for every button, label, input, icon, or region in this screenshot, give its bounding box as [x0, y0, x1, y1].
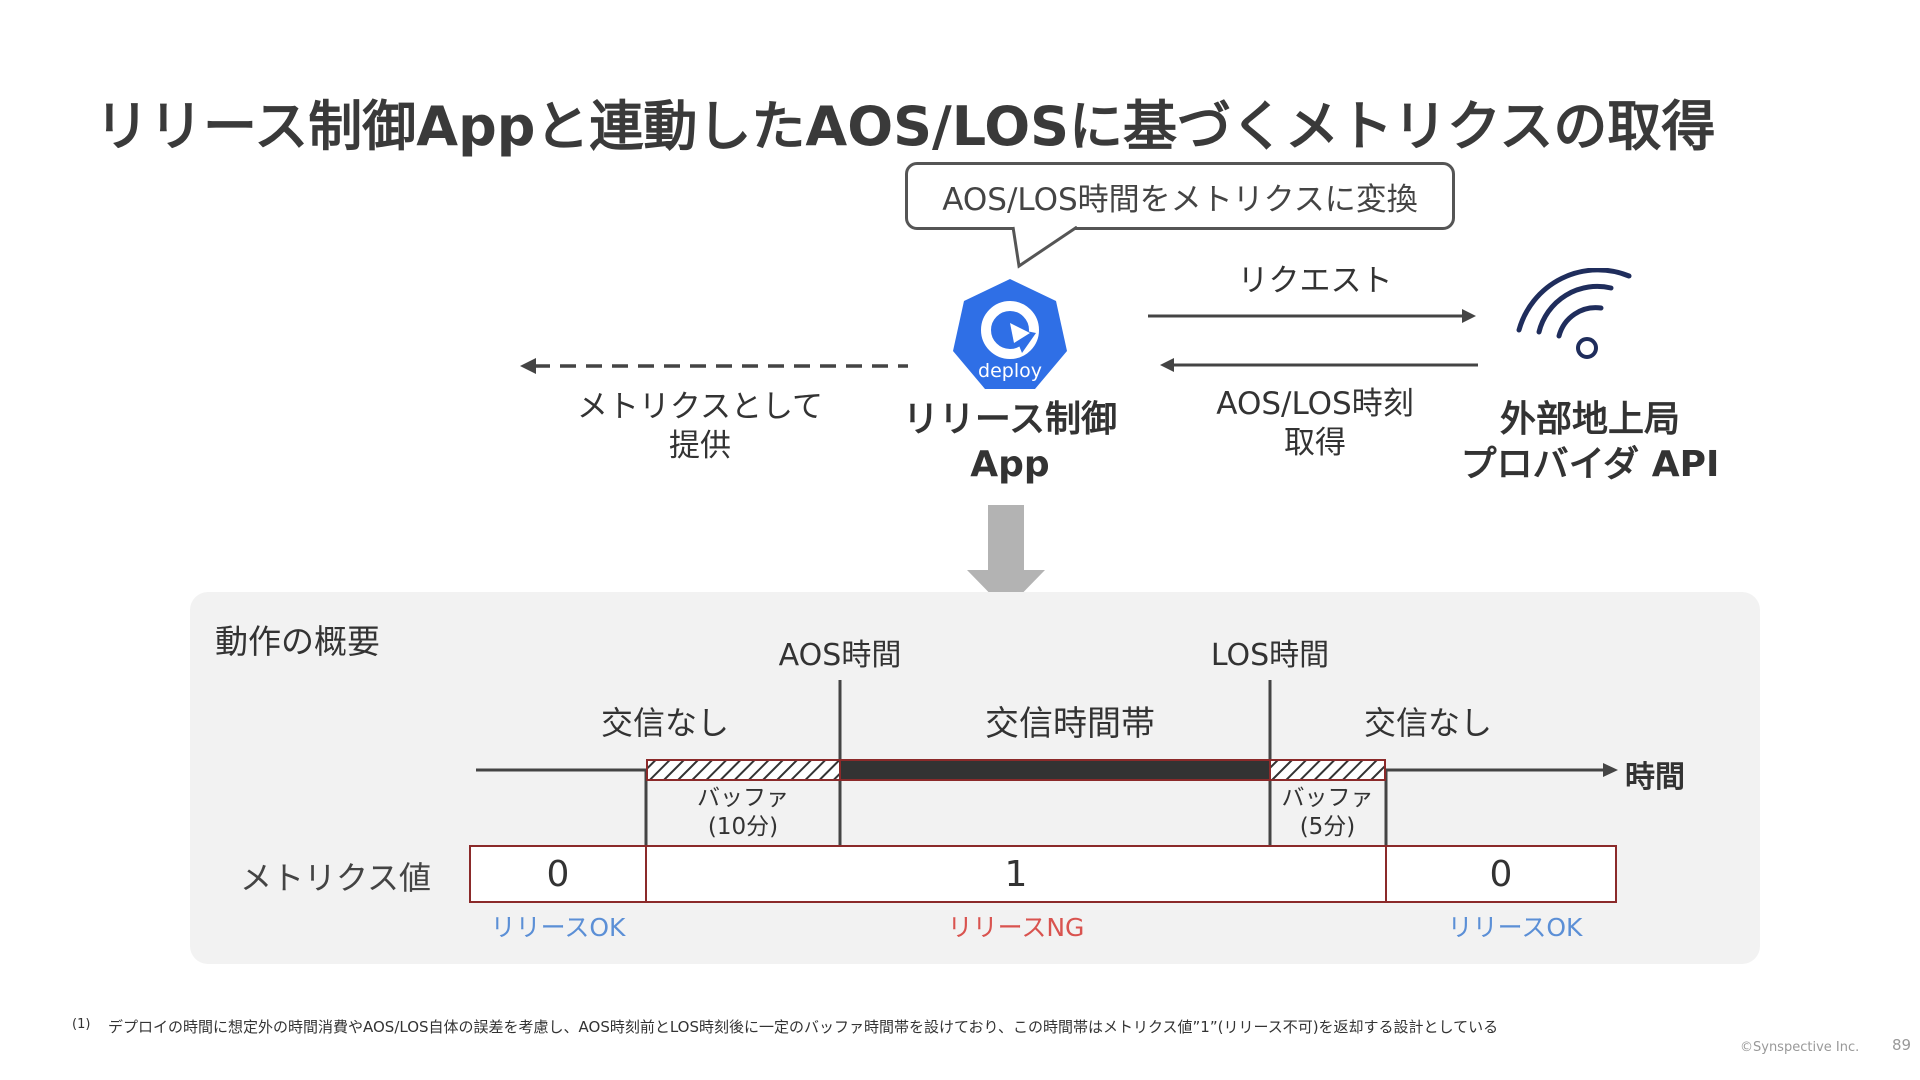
overview-heading: 動作の概要: [215, 622, 380, 661]
response-label-line1: AOS/LOS時刻: [1216, 386, 1414, 422]
svg-text:deploy: deploy: [978, 360, 1042, 382]
metric-value-middle: 1: [1004, 853, 1028, 895]
buffer-right-label-line2: (5分): [1299, 813, 1356, 840]
metric-value-right: 0: [1489, 853, 1513, 895]
status-label-right: リリースOK: [1447, 913, 1583, 942]
speech-bubble-tail: [1011, 226, 1078, 269]
response-label-line2: 取得: [1284, 424, 1346, 461]
copyright: ©Synspective Inc.: [1740, 1040, 1860, 1055]
no-comm-left-label: 交信なし: [600, 704, 729, 742]
api-name-line1: 外部地上局: [1499, 399, 1680, 440]
provide-label-line2: 提供: [669, 427, 731, 464]
provide-label-line1: メトリクスとして: [576, 389, 824, 425]
speech-bubble: AOS/LOS時間をメトリクスに変換: [905, 162, 1455, 230]
api-name-line2: プロバイダ API: [1460, 444, 1720, 485]
page-number: 89: [1892, 1036, 1912, 1054]
buffer-left-label-line2: (10分): [707, 813, 779, 840]
app-name-line1: リリース制御: [902, 399, 1118, 440]
app-name-line2: App: [970, 444, 1050, 485]
aos-time-label: AOS時間: [778, 638, 902, 673]
deploy-icon: deploy: [953, 279, 1067, 389]
no-comm-right-label: 交信なし: [1363, 704, 1492, 742]
footnote-marker: (1): [72, 1017, 91, 1032]
status-label-middle: リリースNG: [947, 913, 1085, 942]
footnote-text: デプロイの時間に想定外の時間消費やAOS/LOS自体の誤差を考慮し、AOS時刻前…: [108, 1018, 1499, 1036]
status-label-left: リリースOK: [490, 913, 626, 942]
buffer-left-label-line1: バッファ: [697, 785, 789, 811]
buffer-right-label-line1: バッファ: [1281, 785, 1374, 811]
metric-value-left: 0: [546, 853, 570, 895]
page-title: リリース制御Appと連動したAOS/LOSに基づくメトリクスの取得: [95, 95, 1716, 158]
request-label: リクエスト: [1237, 263, 1393, 299]
time-axis-label: 時間: [1625, 760, 1685, 795]
metric-value-label: メトリクス値: [240, 859, 432, 897]
wifi-signal-icon: [1516, 268, 1632, 359]
los-time-label: LOS時間: [1210, 638, 1330, 673]
comm-period-label: 交信時間帯: [985, 704, 1155, 744]
